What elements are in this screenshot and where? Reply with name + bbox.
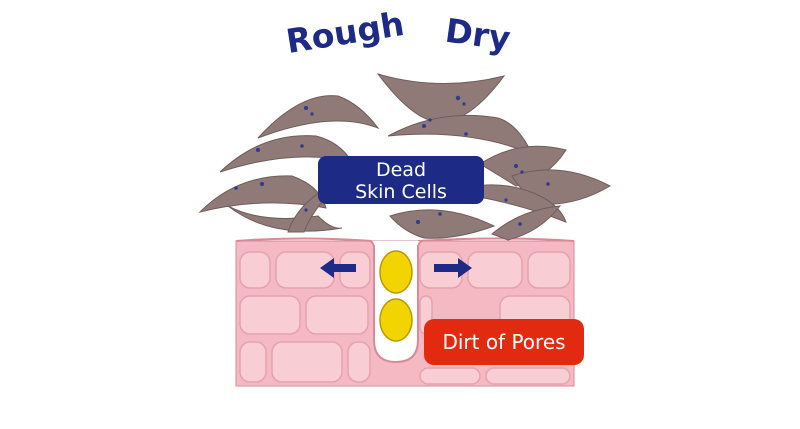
- dirt-particle-lower: [379, 298, 413, 342]
- word-rough: Rough: [283, 4, 406, 61]
- arrow-right-icon: [434, 258, 472, 278]
- flake: [198, 175, 327, 213]
- flake: [376, 73, 506, 123]
- dead-skin-line1: Dead: [376, 159, 426, 181]
- word-dry: Dry: [443, 11, 513, 59]
- flake: [257, 95, 380, 139]
- flake: [219, 135, 354, 173]
- flake: [227, 205, 343, 232]
- flake: [479, 145, 567, 187]
- dirt-of-pores-badge: Dirt of Pores: [424, 319, 584, 365]
- rough-label: Rough: [283, 4, 406, 61]
- dead-skin-line2: Skin Cells: [355, 181, 447, 203]
- dead-skin-flakes: [198, 73, 612, 241]
- dry-label: Dry: [443, 11, 513, 59]
- flake: [389, 209, 496, 239]
- pore: [369, 240, 423, 364]
- dead-skin-cells-badge: Dead Skin Cells: [318, 156, 484, 204]
- flake: [387, 114, 534, 155]
- dirt-of-pores-label: Dirt of Pores: [442, 330, 565, 354]
- flake: [491, 205, 562, 241]
- dirt-particle-upper: [379, 250, 413, 294]
- arrow-left-icon: [320, 258, 356, 278]
